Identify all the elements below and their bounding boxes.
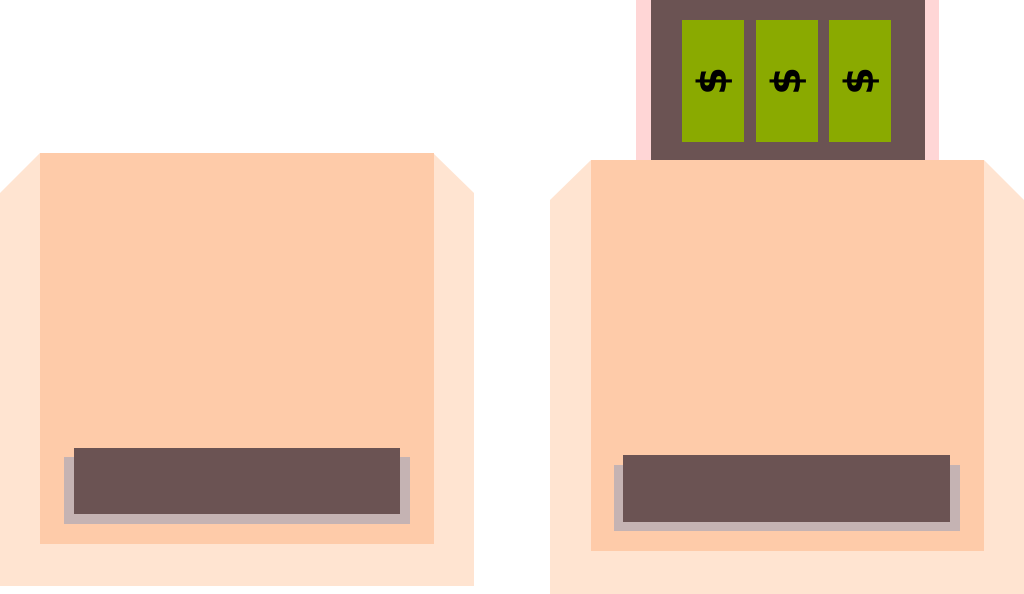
bill-symbol: $ <box>690 67 736 95</box>
bill-list: $ $ $ <box>682 20 891 142</box>
bill-symbol: $ <box>837 67 883 95</box>
open-money-box-icon: $ $ $ <box>550 0 1024 594</box>
left-slot <box>74 448 400 514</box>
bill-body <box>682 20 744 142</box>
dollar-bill-icon: $ <box>756 20 818 142</box>
closed-money-box-icon <box>0 153 474 586</box>
bill-symbol: $ <box>764 67 810 95</box>
bill-body <box>829 20 891 142</box>
bill-body <box>756 20 818 142</box>
dollar-bill-icon: $ <box>829 20 891 142</box>
dollar-bill-icon: $ <box>682 20 744 142</box>
right-slot <box>623 455 950 522</box>
